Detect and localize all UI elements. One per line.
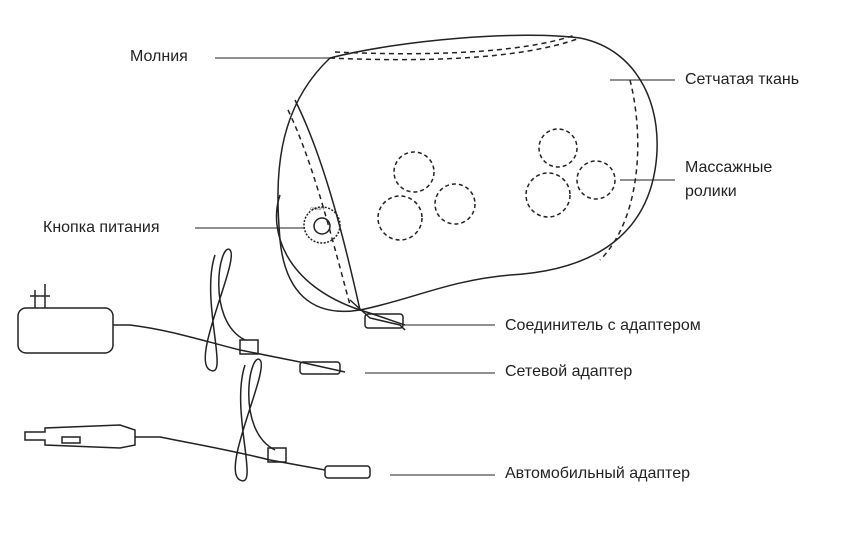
label-rollers-line1: Массажные: [685, 159, 773, 176]
connector-plug: [364, 313, 404, 329]
leader-lines: [195, 57, 675, 476]
massager-pillow: [277, 34, 658, 313]
side-panel: [294, 99, 361, 311]
mains-adapter-icon: [17, 248, 346, 375]
label-mesh: Сетчатая ткань: [685, 71, 800, 88]
label-zipper: Молния: [130, 48, 188, 65]
power-button-text: ON/OFF: [310, 206, 326, 211]
car-adapter-icon: [24, 358, 371, 482]
power-button-icon: [303, 206, 341, 244]
massage-rollers: [377, 128, 616, 241]
label-power-button: Кнопка питания: [43, 219, 160, 236]
label-connector: Соединитель с адаптером: [505, 317, 701, 334]
zipper-seam: [329, 37, 581, 61]
label-rollers-line2: ролики: [685, 183, 737, 200]
label-mains-adapter: Сетевой адаптер: [505, 363, 633, 380]
label-car-adapter: Автомобильный адаптер: [505, 465, 690, 482]
